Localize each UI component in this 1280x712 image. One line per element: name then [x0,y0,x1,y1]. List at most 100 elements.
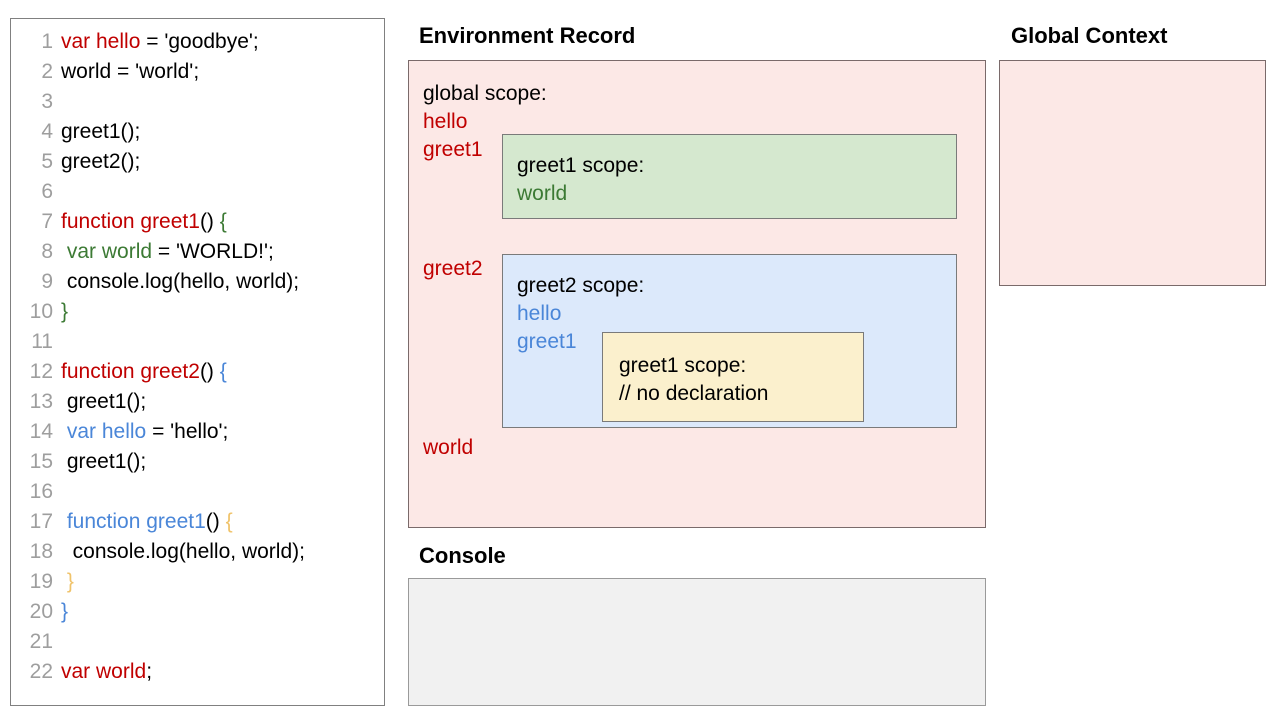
code-token: } [61,300,69,323]
code-line-number: 15 [29,450,53,473]
code-line[interactable]: 5 greet2(); [11,147,384,177]
code-line-number: 7 [41,210,53,233]
code-token: { [219,360,227,383]
code-token: var hello [66,420,147,443]
global-variable-greet1: greet1 [423,138,483,161]
code-token: world = 'world'; [61,60,200,83]
code-token: console.log(hello, world); [61,270,300,293]
code-line-text: var hello = 'goodbye'; [53,27,259,57]
code-line-number: 12 [29,360,53,383]
code-token: () [199,210,220,233]
code-line-number: 11 [31,330,53,353]
code-line[interactable]: 8 var world = 'WORLD!'; [11,237,384,267]
code-line-text: greet2(); [53,147,140,177]
code-token: { [225,510,233,533]
code-token: greet1(); [61,390,147,413]
code-line-number: 21 [29,630,53,653]
code-line-text: console.log(hello, world); [53,537,305,567]
code-line-text: } [53,567,74,597]
code-line[interactable]: 6 [11,177,384,207]
code-line-number: 8 [41,240,53,263]
code-line[interactable]: 14 var hello = 'hello'; [11,417,384,447]
code-line[interactable]: 4 greet1(); [11,117,384,147]
code-line[interactable]: 17 function greet1() { [11,507,384,537]
code-token: function greet1 [61,210,200,233]
code-line-text: var hello = 'hello'; [53,417,229,447]
code-line[interactable]: 19 } [11,567,384,597]
code-line-number: 13 [29,390,53,413]
code-line-number: 17 [29,510,53,533]
code-token: () [199,360,220,383]
greet2-scope-box: greet2 scope: hello greet1 greet1 scope:… [502,254,957,428]
greet1-scope-label: greet1 scope: [517,154,645,177]
code-line-number: 14 [29,420,53,443]
global-variable-hello: hello [423,110,468,133]
code-token: var world [66,240,153,263]
code-token: { [219,210,227,233]
code-token: greet1(); [61,120,141,143]
code-token: = 'goodbye'; [140,30,259,53]
code-token: console.log(hello, world); [61,540,305,563]
code-line-number: 16 [29,480,53,503]
environment-record-heading: Environment Record [419,23,636,48]
code-line[interactable]: 11 [11,327,384,357]
code-line[interactable]: 16 [11,477,384,507]
code-token: } [61,600,69,623]
greet1-scope-box: greet1 scope: world [502,134,957,219]
global-variable-world: world [423,436,474,459]
greet1-inner-scope-label: greet1 scope: [619,354,747,377]
code-line[interactable]: 10} [11,297,384,327]
code-line-number: 18 [29,540,53,563]
code-line-text: greet1(); [53,387,146,417]
code-line-number: 5 [41,150,53,173]
code-line-text: function greet1() { [53,207,227,237]
code-line-number: 3 [41,90,53,113]
code-token: function greet1 [66,510,206,533]
code-line[interactable]: 13 greet1(); [11,387,384,417]
global-variable-greet2: greet2 [423,257,483,280]
code-line[interactable]: 18 console.log(hello, world); [11,537,384,567]
code-line[interactable]: 2 world = 'world'; [11,57,384,87]
code-line-number: 4 [41,120,53,143]
code-line-number: 22 [29,660,53,683]
environment-record-box: global scope: hello greet1 greet2 world … [408,60,986,528]
code-line-text: world = 'world'; [53,57,199,87]
greet1-inner-scope-comment: // no declaration [619,382,769,405]
code-line[interactable]: 15 greet1(); [11,447,384,477]
code-token: = 'WORLD!'; [152,240,274,263]
greet2-scope-label: greet2 scope: [517,274,645,297]
console-output-box [408,578,986,706]
code-line-number: 2 [41,60,53,83]
code-token: var world [61,660,147,683]
code-token: greet2(); [61,150,141,173]
code-line-text: function greet1() { [53,507,233,537]
code-line[interactable]: 20} [11,597,384,627]
code-line-text: var world = 'WORLD!'; [53,237,274,267]
code-token: function greet2 [61,360,200,383]
console-heading: Console [419,543,506,568]
code-token: } [66,570,74,593]
code-line-text: function greet2() { [53,357,227,387]
code-token: ; [146,660,153,683]
code-line-text: greet1(); [53,117,140,147]
code-line-number: 19 [29,570,53,593]
code-line[interactable]: 3 [11,87,384,117]
greet1-variable-world: world [517,182,568,205]
code-line-text: greet1(); [53,447,146,477]
greet1-inner-scope-box: greet1 scope: // no declaration [602,332,864,422]
code-line-text: } [53,597,68,627]
global-context-box [999,60,1266,286]
global-scope-label: global scope: [423,82,547,105]
code-line[interactable]: 21 [11,627,384,657]
code-line-number: 1 [41,30,53,53]
code-line-text: var world; [53,657,152,687]
code-line[interactable]: 9 console.log(hello, world); [11,267,384,297]
code-line-number: 9 [41,270,53,293]
code-line-number: 6 [41,180,53,203]
